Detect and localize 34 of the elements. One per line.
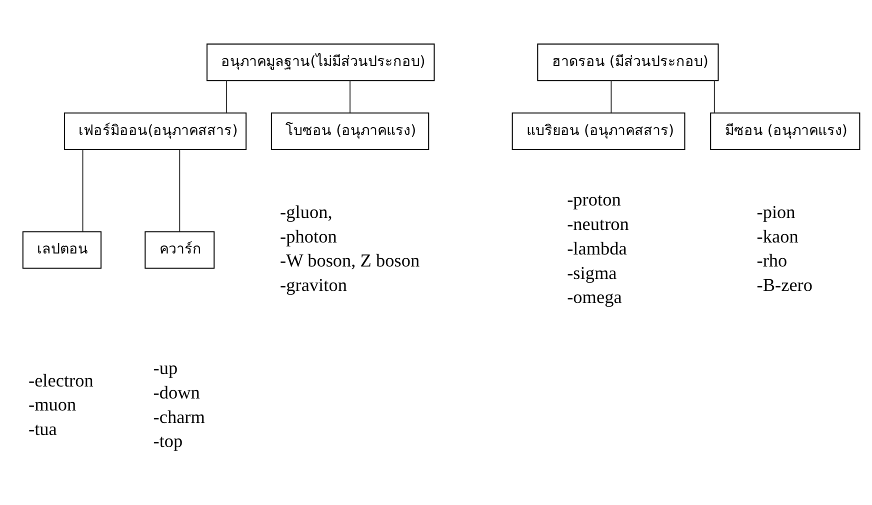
- node-box: ควาร์ก: [144, 230, 215, 268]
- connector: [350, 80, 351, 112]
- connector: [610, 80, 612, 112]
- node-label: -photon: [280, 226, 337, 246]
- node-box: แบริยอน (อนุภาคสสาร): [512, 112, 686, 150]
- connector: [179, 149, 180, 231]
- node-label: -sigma: [567, 262, 617, 282]
- node-box: โบซอน (อนุภาคแรง): [270, 112, 430, 150]
- node-label: -pion: [756, 201, 796, 222]
- node-label: -omega: [567, 286, 622, 307]
- node-label: -charm: [153, 406, 205, 426]
- node-box: มีซอน (อนุภาคแรง): [710, 112, 860, 150]
- node-box: เฟอร์มิออน(อนุภาคสสาร): [64, 112, 247, 150]
- node-label: -kaon: [756, 226, 798, 246]
- node-box: อนุภาคมูลฐาน(ไม่มีส่วนประกอบ): [206, 43, 435, 81]
- node-label: -up: [153, 358, 178, 378]
- node-label: -top: [153, 430, 183, 451]
- node-label: -rho: [756, 250, 788, 270]
- node-label: -lambda: [567, 238, 627, 258]
- node-label: -B-zero: [756, 274, 812, 294]
- connector: [714, 80, 715, 112]
- node-label: -gluon,: [280, 201, 332, 222]
- node-label: -electron: [28, 370, 94, 390]
- node-label: -W boson, Z boson: [280, 250, 420, 270]
- node-box: เลปตอน: [22, 230, 102, 268]
- node-label: -graviton: [280, 274, 347, 294]
- node-label: -down: [153, 382, 200, 402]
- connector: [226, 80, 228, 112]
- node-label: -muon: [28, 394, 76, 414]
- connector: [82, 149, 84, 231]
- node-label: -tua: [28, 418, 57, 438]
- node-label: -neutron: [567, 214, 629, 234]
- node-box: ฮาดรอน (มีส่วนประกอบ): [537, 43, 719, 81]
- node-label: -proton: [567, 189, 621, 210]
